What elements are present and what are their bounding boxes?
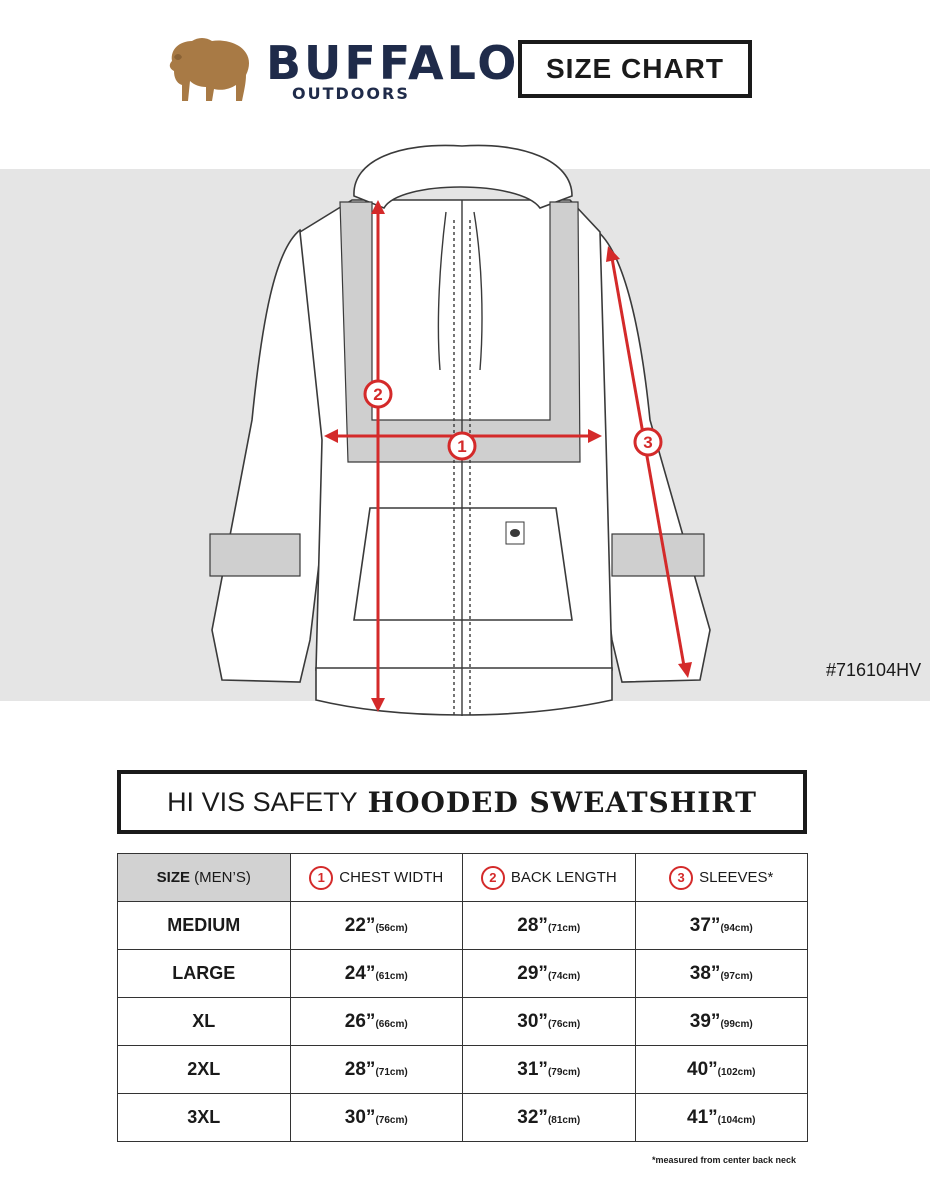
sleeve-cell: 40”(102cm) <box>634 1045 808 1094</box>
marker-1: 1 <box>457 437 466 456</box>
value-inches: 37” <box>689 914 721 936</box>
value-inches: 28” <box>344 1058 376 1080</box>
size-cell: MEDIUM <box>117 901 291 950</box>
brand-name-bottom: OUTDOORS <box>292 84 410 103</box>
size-head-bold: SIZE <box>156 869 190 886</box>
chest-cell: 28”(71cm) <box>289 1045 463 1094</box>
table-row: LARGE 24”(61cm) 29”(74cm) 38”(97cm) <box>117 949 808 998</box>
value-cm: (99cm) <box>720 1018 753 1030</box>
back-cell: 29”(74cm) <box>462 949 636 998</box>
back-cell: 28”(71cm) <box>462 901 636 950</box>
brand-name-top: BUFFALO <box>266 36 520 90</box>
chest-width-label: CHEST WIDTH <box>339 868 444 886</box>
value-cm: (71cm) <box>547 922 581 934</box>
footnote: *measured from center back neck <box>652 1155 797 1165</box>
value-cm: (74cm) <box>547 970 581 982</box>
size-cell: XL <box>117 997 291 1046</box>
table-row: 3XL 30”(76cm) 32”(81cm) 41”(104cm) <box>117 1093 808 1142</box>
product-title: HI VIS SAFETY HOODED SWEATSHIRT <box>117 770 807 834</box>
table-row: MEDIUM 22”(56cm) 28”(71cm) 37”(94cm) <box>117 901 808 950</box>
value-inches: 31” <box>517 1058 548 1080</box>
back-cell: 31”(79cm) <box>462 1045 636 1094</box>
value-cm: (66cm) <box>375 1018 408 1030</box>
marker-3: 3 <box>643 433 652 452</box>
value-cm: (104cm) <box>717 1114 756 1126</box>
value-cm: (94cm) <box>720 922 753 934</box>
marker-2: 2 <box>373 385 382 404</box>
sleeves-label: SLEEVES* <box>699 868 774 886</box>
size-cell: 2XL <box>117 1045 291 1094</box>
chest-cell: 26”(66cm) <box>289 997 463 1046</box>
marker-3-icon: 3 <box>669 865 694 890</box>
sweatshirt-illustration: 1 2 3 <box>209 144 711 716</box>
marker-1-icon: 1 <box>309 865 334 890</box>
chest-cell: 30”(76cm) <box>289 1093 463 1142</box>
value-cm: (76cm) <box>547 1018 581 1030</box>
value-inches: 39” <box>689 1010 721 1032</box>
table-row: XL 26”(66cm) 30”(76cm) 39”(99cm) <box>117 997 808 1046</box>
brand-logo: BUFFALO OUTDOORS <box>166 33 516 111</box>
bison-icon <box>169 38 249 101</box>
back-cell: 30”(76cm) <box>462 997 636 1046</box>
value-cm: (56cm) <box>375 922 408 934</box>
sleeve-cell: 37”(94cm) <box>634 901 808 950</box>
value-inches: 40” <box>687 1058 718 1080</box>
value-cm: (102cm) <box>717 1066 756 1078</box>
back-cell: 32”(81cm) <box>462 1093 636 1142</box>
product-title-bold: HOODED SWEATSHIRT <box>367 785 757 819</box>
value-cm: (81cm) <box>547 1114 581 1126</box>
sleeve-cell: 41”(104cm) <box>634 1093 808 1142</box>
table-header-row: SIZE (MEN’S) 1 CHEST WIDTH 2 BACK LENGTH 3… <box>117 853 808 902</box>
value-cm: (71cm) <box>375 1066 408 1078</box>
value-inches: 30” <box>344 1106 376 1128</box>
product-title-light: HI VIS SAFETY <box>167 786 358 817</box>
size-head-light: (MEN’S) <box>194 869 251 886</box>
brand-wordmark: BUFFALO OUTDOORS <box>266 36 520 103</box>
size-table: SIZE (MEN’S) 1 CHEST WIDTH 2 BACK LENGTH 3… <box>117 853 808 1142</box>
marker-2-icon: 2 <box>480 865 505 890</box>
value-inches: 24” <box>344 962 376 984</box>
value-cm: (61cm) <box>375 970 408 982</box>
back-length-label: BACK LENGTH <box>510 868 617 886</box>
table-row: 2XL 28”(71cm) 31”(79cm) 40”(102cm) <box>117 1045 808 1094</box>
value-cm: (76cm) <box>375 1114 408 1126</box>
size-cell: LARGE <box>117 949 291 998</box>
chest-cell: 24”(61cm) <box>289 949 463 998</box>
value-inches: 22” <box>344 914 376 936</box>
back-length-header: 2 BACK LENGTH <box>462 853 636 902</box>
chest-width-header: 1 CHEST WIDTH <box>289 853 463 902</box>
size-cell: 3XL <box>117 1093 291 1142</box>
value-inches: 41” <box>687 1106 718 1128</box>
product-sku: #716104HV <box>826 660 922 680</box>
sleeves-header: 3 SLEEVES* <box>634 853 808 902</box>
sleeve-cell: 39”(99cm) <box>634 997 808 1046</box>
value-inches: 30” <box>517 1010 548 1032</box>
value-cm: (79cm) <box>547 1066 581 1078</box>
value-inches: 28” <box>517 914 548 936</box>
value-inches: 26” <box>344 1010 376 1032</box>
chest-cell: 22”(56cm) <box>289 901 463 950</box>
value-inches: 32” <box>517 1106 548 1128</box>
sleeve-cell: 38”(97cm) <box>634 949 808 998</box>
size-column-header: SIZE (MEN’S) <box>117 853 291 902</box>
size-chart-badge: SIZE CHART <box>518 40 752 98</box>
value-cm: (97cm) <box>720 970 753 982</box>
value-inches: 38” <box>689 962 721 984</box>
value-inches: 29” <box>517 962 548 984</box>
